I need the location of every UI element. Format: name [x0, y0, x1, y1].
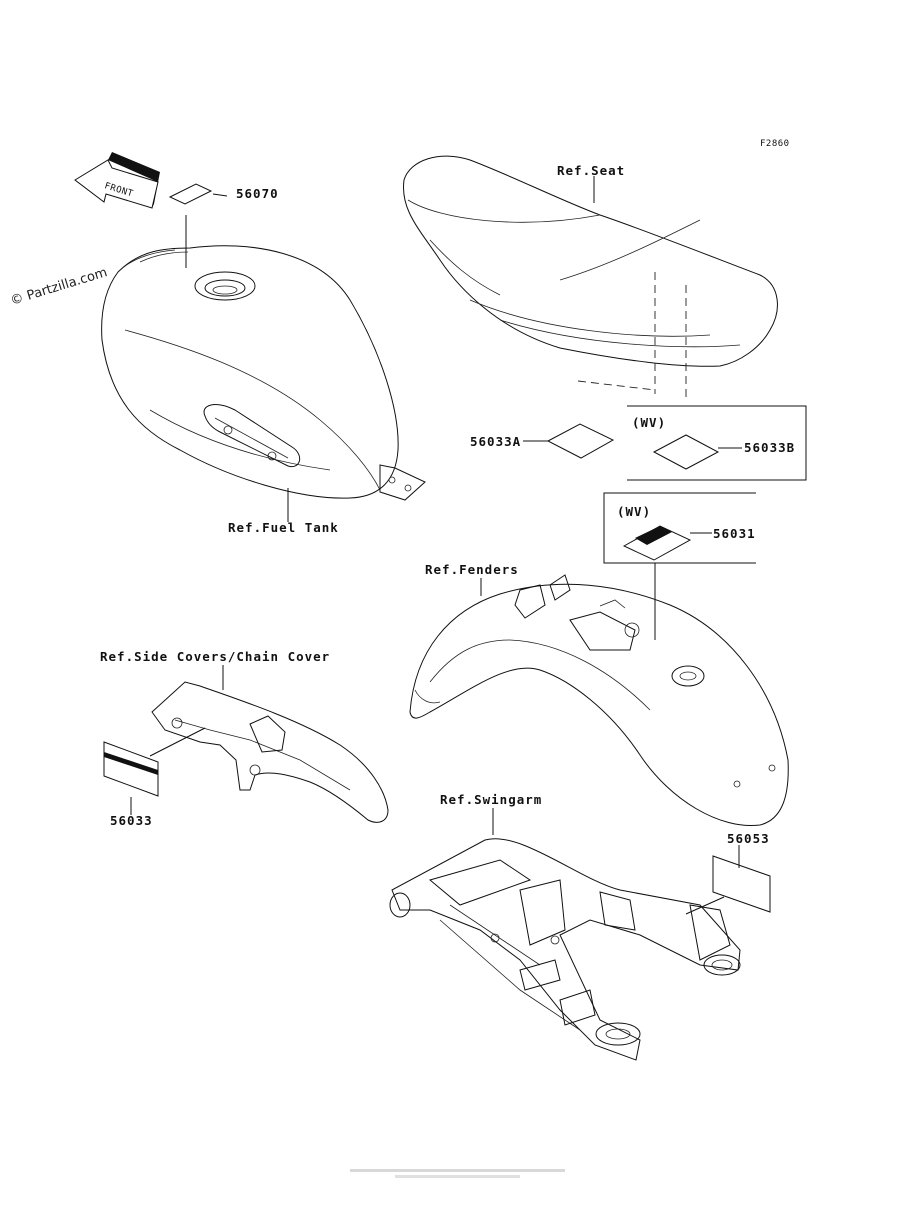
part-number-56070: 56070 [236, 186, 279, 201]
ref-fuel-tank: Ref.Fuel Tank [228, 520, 339, 535]
part-56033-decal[interactable] [103, 741, 159, 797]
fender-variant-tag: (WV) [617, 504, 651, 519]
ref-side-covers: Ref.Side Covers/Chain Cover [100, 649, 330, 664]
ref-seat: Ref.Seat [557, 163, 625, 178]
seat-variant-tag: (WV) [632, 415, 666, 430]
watermark: © Partzilla.com [9, 265, 109, 309]
footer-fine-print [350, 1169, 565, 1172]
footer-fine-print-2 [395, 1175, 520, 1178]
ref-fenders: Ref.Fenders [425, 562, 519, 577]
part-number-56033a: 56033A [470, 434, 521, 449]
front-arrow-icon: FRONT [74, 152, 160, 209]
seat-illustration [402, 155, 778, 367]
fuel-tank-illustration [101, 245, 426, 501]
part-56033b-decal[interactable] [652, 434, 720, 470]
part-number-56033b: 56033B [744, 440, 795, 455]
part-number-56033: 56033 [110, 813, 153, 828]
chain-cover-illustration [151, 681, 389, 823]
part-56031-decal[interactable] [622, 525, 692, 561]
part-56070-decal[interactable] [168, 183, 213, 205]
part-56053-decal[interactable] [712, 855, 771, 913]
part-number-56053: 56053 [727, 831, 770, 846]
figure-code: F2860 [760, 139, 790, 149]
rear-fender-illustration [409, 574, 789, 827]
part-number-56031: 56031 [713, 526, 756, 541]
swingarm-illustration [389, 838, 741, 1061]
part-56033a-decal[interactable] [546, 423, 615, 459]
front-arrow-label: FRONT [103, 181, 134, 199]
ref-swingarm: Ref.Swingarm [440, 792, 542, 807]
